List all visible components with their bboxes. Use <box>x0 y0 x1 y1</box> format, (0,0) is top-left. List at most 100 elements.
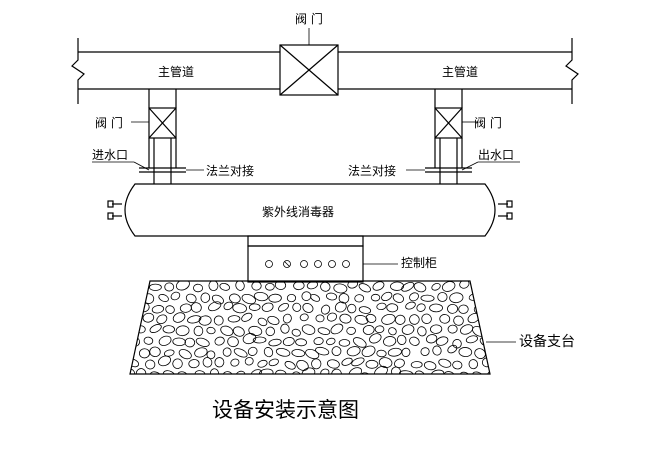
stone-texture <box>223 301 234 311</box>
stone-texture <box>369 333 382 344</box>
stone-texture <box>241 293 256 305</box>
stone-texture <box>158 335 172 346</box>
stone-texture <box>265 282 275 291</box>
stone-texture <box>376 302 387 311</box>
stone-texture <box>149 324 162 333</box>
stone-texture <box>130 324 134 333</box>
stone-texture <box>447 344 458 354</box>
stone-texture <box>257 359 268 368</box>
stone-texture <box>247 346 258 356</box>
stone-texture <box>178 349 192 360</box>
stone-texture <box>292 302 302 312</box>
stone-texture <box>158 294 169 302</box>
stone-texture <box>130 368 136 374</box>
stone-texture <box>211 294 224 305</box>
stone-texture <box>360 372 371 374</box>
stone-texture <box>346 326 356 335</box>
stone-texture <box>431 283 441 291</box>
stone-texture <box>394 314 406 325</box>
stone-texture <box>275 348 291 357</box>
stone-texture <box>383 336 397 347</box>
outlet-valve-label: 阀 门 <box>474 115 502 130</box>
stone-texture <box>151 305 165 314</box>
stone-texture <box>478 292 490 304</box>
stone-texture <box>130 315 141 323</box>
stone-texture <box>415 370 425 374</box>
stone-texture <box>184 337 196 348</box>
stone-texture <box>138 348 150 359</box>
stone-texture <box>452 360 463 370</box>
stone-texture <box>248 303 261 311</box>
stone-texture <box>188 359 200 369</box>
stone-texture <box>320 368 330 374</box>
stone-texture <box>374 325 385 334</box>
outlet-label: 出水口 <box>478 148 514 162</box>
uv-sterilizer <box>107 183 513 237</box>
stone-texture <box>230 358 240 367</box>
stone-texture <box>251 369 262 374</box>
stone-texture <box>452 339 462 349</box>
stone-texture <box>235 370 246 374</box>
stone-texture <box>177 371 188 374</box>
stone-texture <box>405 301 416 310</box>
stone-texture <box>275 369 287 374</box>
stone-texture <box>472 371 485 374</box>
stone-texture <box>143 293 155 304</box>
stone-texture <box>172 358 183 369</box>
stone-texture <box>195 337 210 347</box>
stone-texture <box>156 314 168 325</box>
stone-texture <box>381 314 396 325</box>
stone-texture <box>447 303 459 314</box>
stone-texture <box>170 291 181 301</box>
outlet-branch-pipe <box>425 89 472 184</box>
stone-texture <box>390 281 405 291</box>
stone-texture <box>472 326 486 337</box>
sterilizer-label: 紫外线消毒器 <box>262 205 334 219</box>
stone-texture <box>388 327 397 336</box>
stone-texture <box>200 292 211 303</box>
stone-texture <box>258 368 274 374</box>
stone-texture <box>267 315 280 325</box>
stone-texture <box>282 313 292 324</box>
stone-texture <box>291 371 302 374</box>
stone-texture <box>219 283 231 291</box>
inlet-label: 进水口 <box>92 148 128 162</box>
stone-texture <box>426 334 438 344</box>
stone-texture <box>420 347 430 356</box>
stone-texture <box>291 328 301 337</box>
stone-texture <box>460 324 474 335</box>
flange-label-left: 法兰对接 <box>206 163 254 178</box>
stone-texture <box>284 361 296 370</box>
stone-texture <box>409 292 419 302</box>
stone-texture <box>409 336 420 346</box>
stone-texture <box>130 293 139 302</box>
stone-texture <box>326 337 336 346</box>
stone-texture <box>485 346 490 358</box>
stone-texture <box>401 347 411 357</box>
stone-texture <box>229 293 241 304</box>
stone-texture <box>130 336 140 347</box>
stone-texture <box>354 294 365 303</box>
stone-texture <box>447 324 458 334</box>
stone-texture <box>468 359 478 370</box>
stone-texture <box>443 371 455 374</box>
stone-texture <box>331 346 342 357</box>
stone-texture <box>459 281 470 289</box>
stone-texture <box>416 303 426 312</box>
stone-texture <box>162 325 175 334</box>
stone-texture <box>301 324 316 335</box>
stone-texture <box>208 281 219 292</box>
stone-texture <box>370 293 381 302</box>
stone-texture <box>268 358 279 367</box>
stone-texture <box>484 281 490 289</box>
stone-texture <box>437 292 448 302</box>
stone-texture <box>413 282 427 293</box>
stone-texture <box>326 359 340 369</box>
stone-texture <box>172 337 186 347</box>
stone-texture <box>222 347 232 357</box>
stone-texture <box>194 347 208 358</box>
stone-texture <box>482 316 490 326</box>
stone-texture <box>130 282 134 291</box>
stone-texture <box>232 303 247 314</box>
stone-texture <box>347 281 359 289</box>
